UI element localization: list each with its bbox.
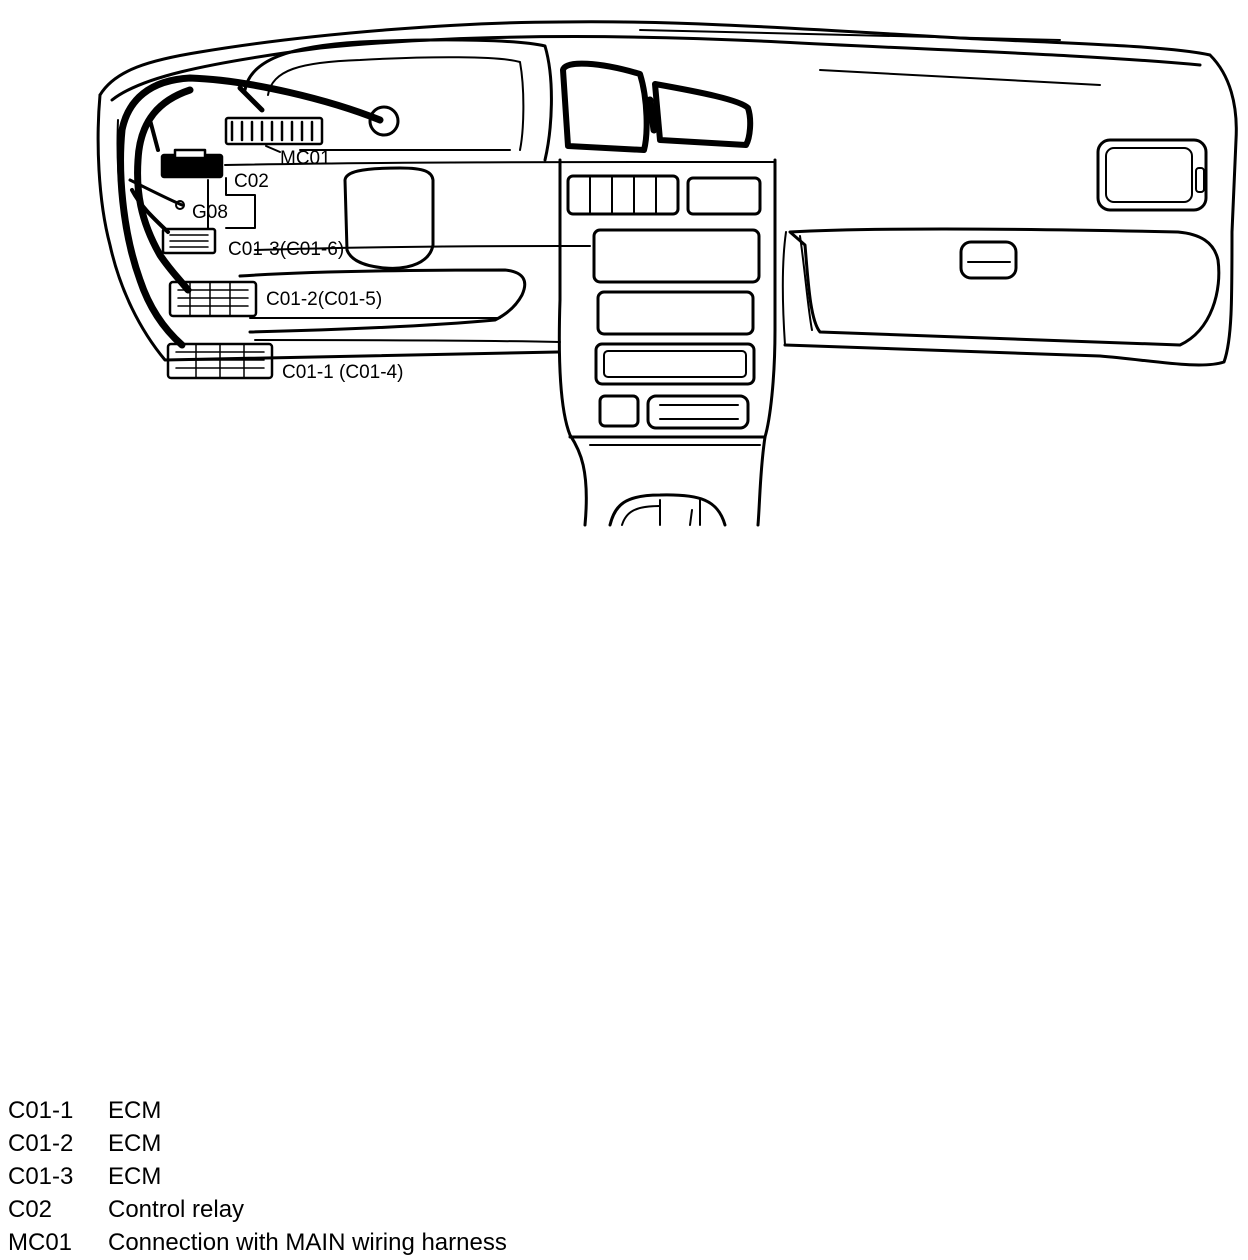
instrument-cluster bbox=[243, 38, 553, 162]
center-vents bbox=[560, 60, 754, 153]
legend-code: C01-3 bbox=[8, 1163, 74, 1190]
label-mc01: MC01 bbox=[280, 148, 331, 169]
label-c01-3: C01-3(C01-6) bbox=[228, 239, 344, 260]
glove-box bbox=[781, 227, 1221, 347]
legend-row: MC01 Connection with MAIN wiring harness bbox=[8, 1226, 507, 1259]
label-c01-2: C01-2(C01-5) bbox=[266, 289, 382, 310]
grommet bbox=[368, 105, 400, 137]
legend-description: Connection with MAIN wiring harness bbox=[108, 1229, 507, 1256]
right-vent bbox=[1096, 138, 1208, 212]
label-c02: C02 bbox=[234, 171, 269, 192]
steering-column-area bbox=[343, 166, 435, 270]
legend-row: C01-2 ECM bbox=[8, 1127, 507, 1160]
legend-description: ECM bbox=[108, 1097, 162, 1124]
legend-row: C01-1 ECM bbox=[8, 1094, 507, 1127]
dashboard-wiring-diagram: MC01 C02 G08 C01-3(C01-6) C01-2(C01-5) C… bbox=[96, 20, 1238, 527]
knee-bolster bbox=[238, 268, 527, 334]
legend-row: C01-3 ECM bbox=[8, 1160, 507, 1193]
legend-code: C01-2 bbox=[8, 1130, 74, 1157]
label-c01-1: C01-1 (C01-4) bbox=[282, 362, 403, 383]
connector-c01-2 bbox=[168, 280, 258, 318]
connectors bbox=[160, 105, 400, 380]
legend-description: ECM bbox=[108, 1130, 162, 1157]
legend-description: ECM bbox=[108, 1163, 162, 1190]
center-stack bbox=[557, 158, 777, 527]
label-g08: G08 bbox=[192, 202, 228, 223]
legend: C01-1 ECM C01-2 ECM C01-3 ECM C02 Contro… bbox=[8, 1094, 507, 1259]
ground-g08 bbox=[175, 200, 185, 210]
connector-mc01 bbox=[224, 116, 324, 146]
dashboard-outline bbox=[96, 20, 1238, 367]
connector-c01-3 bbox=[161, 227, 217, 255]
legend-code: C02 bbox=[8, 1196, 53, 1223]
legend-description: Control relay bbox=[108, 1196, 245, 1223]
legend-row: C02 Control relay bbox=[8, 1193, 507, 1226]
legend-code: MC01 bbox=[8, 1229, 73, 1256]
legend-code: C01-1 bbox=[8, 1097, 74, 1124]
